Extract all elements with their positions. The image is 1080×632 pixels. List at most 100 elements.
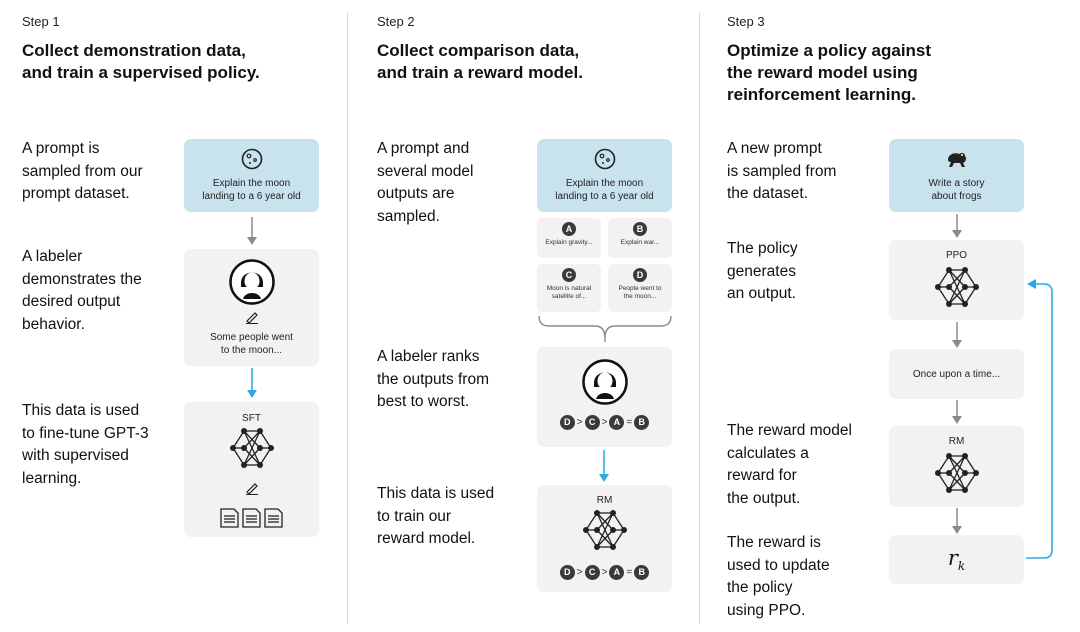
step2-desc-train: This data is used to train our reward mo… <box>377 483 494 551</box>
arrow-down-blue <box>247 368 257 398</box>
text-line: to fine-tune GPT-3 <box>22 424 149 442</box>
output-text-line: Moon is natural <box>546 285 592 292</box>
output-text: Explain gravity... <box>545 239 593 246</box>
moon-icon <box>594 148 616 170</box>
text-line: A labeler ranks <box>377 348 480 365</box>
rank-badge: D <box>559 415 575 430</box>
output-letter-badge: A <box>562 222 576 236</box>
output-text: Once upon a time... <box>912 369 1001 380</box>
arrow-down-gray <box>952 508 962 534</box>
curly-brace <box>538 315 672 342</box>
step2-title: Collect comparison data, and train a rew… <box>377 40 583 84</box>
neural-network-icon <box>935 267 979 307</box>
rank-operator: > <box>601 417 608 428</box>
step3-reward-box: rk <box>889 535 1024 584</box>
step1-desc-labeler: A labeler demonstrates the desired outpu… <box>22 246 142 336</box>
neural-network-icon <box>935 453 979 493</box>
text-line: reward for <box>727 467 797 484</box>
step3-desc-prompt: A new prompt is sampled from the dataset… <box>727 138 836 206</box>
step1-sft-box: SFT <box>184 402 319 537</box>
pencil-icon <box>246 312 258 324</box>
step2-title-line2: and train a reward model. <box>377 63 583 82</box>
step3-desc-reward-model: The reward model calculates a reward for… <box>727 420 852 510</box>
text-line: the outputs from <box>377 370 490 388</box>
rank-operator: > <box>576 567 583 578</box>
text-line: A prompt is <box>22 140 100 157</box>
reward-subscript: k <box>957 559 966 574</box>
frog-icon <box>948 152 967 167</box>
column-divider-2 <box>699 12 700 624</box>
reward-value: rk <box>889 546 1024 573</box>
text-line: the policy <box>727 579 793 596</box>
step3-title-line3: reinforcement learning. <box>727 85 916 104</box>
step1-desc-prompt: A prompt is sampled from our prompt data… <box>22 138 143 206</box>
step2-rm-box: RM D>C>A=B <box>537 485 672 592</box>
text-line: several model <box>377 162 474 180</box>
sft-label: SFT <box>242 413 261 424</box>
rank-operator: = <box>626 567 633 578</box>
output-letter-badge: B <box>633 222 647 236</box>
text-line: The reward is <box>727 534 821 551</box>
output-text: Moon is natural satellite of... <box>537 285 601 301</box>
step3-output-box: Once upon a time... <box>889 349 1024 399</box>
output-card-c: C Moon is natural satellite of... <box>537 264 601 312</box>
step2-desc-prompt: A prompt and several model outputs are s… <box>377 138 474 228</box>
text-line: A new prompt <box>727 140 822 157</box>
text-line: sampled from our <box>22 162 143 180</box>
pencil-icon <box>246 483 258 495</box>
text-line: reward model. <box>377 530 476 547</box>
text-line: the dataset. <box>727 185 809 202</box>
step2-desc-ranking: A labeler ranks the outputs from best to… <box>377 346 489 414</box>
ranking-order: D>C>A=B <box>537 565 672 580</box>
step3-title: Optimize a policy against the reward mod… <box>727 40 931 106</box>
step3-rm-box: RM <box>889 426 1024 507</box>
step1-title-line1: Collect demonstration data, <box>22 41 246 60</box>
step3-title-line2: the reward model using <box>727 63 918 82</box>
text-line: the output. <box>727 489 801 507</box>
step3-desc-policy: The policy generates an output. <box>727 238 798 306</box>
rm-label: RM <box>948 436 965 447</box>
step1-labeler-box: Some people went to the moon... <box>184 249 319 366</box>
text-line: sampled. <box>377 207 440 225</box>
text-line: using PPO. <box>727 601 806 619</box>
text-line: A prompt and <box>377 140 470 157</box>
text-line: prompt dataset. <box>22 185 130 202</box>
text-line: to train our <box>377 507 452 525</box>
documents-icon <box>220 508 283 528</box>
text-line: generates <box>727 262 796 280</box>
step2-label: Step 2 <box>377 14 415 29</box>
text-line: This data is used <box>22 402 140 419</box>
prompt-text-line: landing to a 6 year old <box>202 191 301 202</box>
ranking-order: D>C>A=B <box>537 415 672 430</box>
rank-badge: A <box>609 565 625 580</box>
rank-badge: D <box>559 565 575 580</box>
output-text-line: People went to <box>618 285 662 292</box>
text-line: used to update <box>727 556 830 574</box>
output-text-line: the moon... <box>623 293 657 300</box>
rm-label: RM <box>596 495 613 506</box>
arrow-down-blue <box>599 450 609 482</box>
step1-title: Collect demonstration data, and train a … <box>22 40 260 84</box>
step3-ppo-box: PPO <box>889 240 1024 320</box>
text-line: The reward model <box>727 422 852 439</box>
step1-title-line2: and train a supervised policy. <box>22 63 260 82</box>
rank-operator: > <box>601 567 608 578</box>
rank-badge: B <box>634 415 650 430</box>
arrow-down-gray <box>952 400 962 424</box>
output-card-a: A Explain gravity... <box>537 218 601 258</box>
feedback-loop-arrow <box>1026 279 1053 559</box>
text-line: is sampled from <box>727 162 837 180</box>
text-line: best to worst. <box>377 393 470 410</box>
output-text-line: satellite of... <box>551 293 587 300</box>
step3-desc-update: The reward is used to update the policy … <box>727 532 830 622</box>
text-line: an output. <box>727 285 796 302</box>
step2-ranking-box: D>C>A=B <box>537 347 672 447</box>
neural-network-icon <box>583 510 627 550</box>
output-card-b: B Explain war... <box>608 218 672 258</box>
prompt-text-line: Explain the moon <box>565 178 644 189</box>
rank-badge: B <box>634 565 650 580</box>
neural-network-icon <box>230 428 274 468</box>
prompt-text-line: about frogs <box>931 191 982 202</box>
output-letter-badge: D <box>633 268 647 282</box>
step3-label: Step 3 <box>727 14 765 29</box>
